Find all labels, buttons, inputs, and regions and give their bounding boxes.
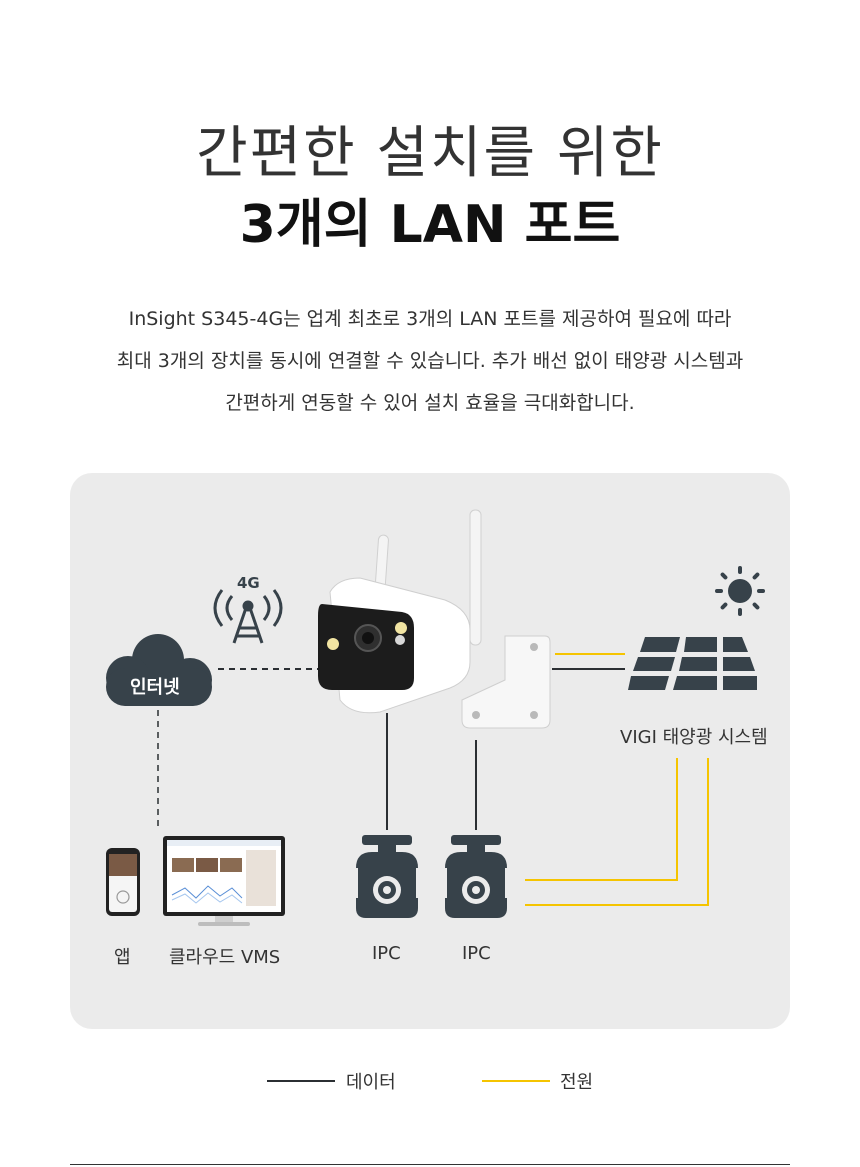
cloud-icon [106, 634, 212, 706]
legend-power-line [482, 1080, 550, 1082]
app-label: 앱 [114, 947, 131, 968]
ipc-camera-icon-1 [352, 835, 422, 918]
power-line-solar-ipc2 [525, 758, 709, 906]
monitor-image [163, 836, 285, 926]
description-line-1: InSight S345-4G는 업계 최초로 3개의 LAN 포트를 제공하여… [128, 308, 732, 330]
bottom-divider [70, 1164, 790, 1165]
diagram-panel [70, 473, 790, 1029]
tower-label: 4G [237, 574, 260, 592]
ipc-label-1: IPC [372, 943, 401, 964]
main-camera-image [318, 509, 551, 729]
description-line-2: 최대 3개의 장치를 동시에 연결할 수 있습니다. 추가 배선 없이 태양광 … [116, 350, 744, 372]
cloud-vms-label: 클라우드 VMS [169, 947, 281, 968]
description-line-3: 간편하게 연동할 수 있어 설치 효율을 극대화합니다. [225, 392, 635, 414]
cloud-label: 인터넷 [130, 677, 180, 698]
description: InSight S345-4G는 업계 최초로 3개의 LAN 포트를 제공하여… [60, 298, 800, 424]
ipc-label-2: IPC [462, 943, 491, 964]
cell-tower-icon [213, 589, 283, 644]
page-title-bold: 3개의 LAN 포트 [239, 195, 621, 255]
ipc-camera-icon-2 [441, 835, 511, 918]
phone-image [106, 848, 140, 916]
sun-icon [715, 566, 765, 616]
solar-panel-icon [628, 637, 757, 690]
legend-power-label: 전원 [560, 1072, 594, 1093]
legend-data-label: 데이터 [346, 1072, 396, 1093]
legend-data-line [267, 1080, 335, 1082]
power-line-solar-ipc1 [525, 758, 678, 881]
page-title-light: 간편한 설치를 위한 [196, 121, 664, 186]
solar-label: VIGI 태양광 시스템 [620, 727, 768, 748]
